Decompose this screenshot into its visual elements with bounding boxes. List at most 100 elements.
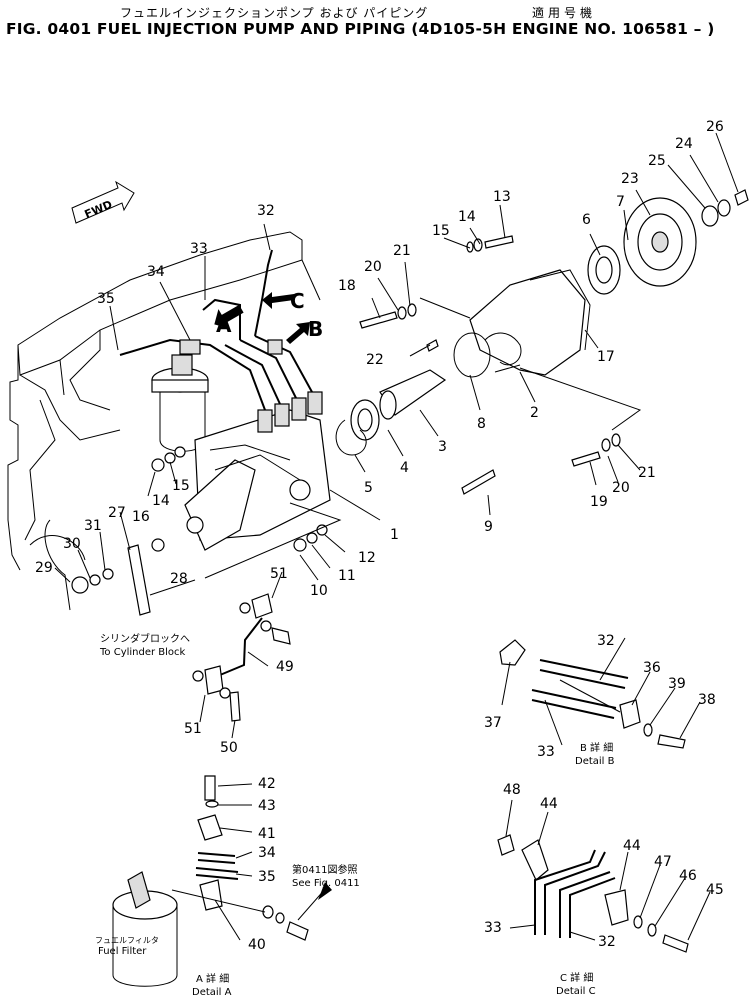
injection-pipes: [119, 249, 313, 411]
callout-5: 5: [364, 480, 373, 496]
callout-29: 29: [35, 560, 53, 576]
engine-block: [7, 231, 321, 611]
callout-4: 4: [400, 460, 409, 476]
callout-13: 13: [493, 189, 511, 205]
callout-15b: 15: [172, 478, 190, 494]
note-detail-a: Detail A: [192, 987, 232, 998]
callout-26: 26: [706, 119, 724, 135]
note-see-fig: See Fig. 0411: [292, 878, 360, 889]
callout-leaders: [54, 132, 739, 941]
callout-14b: 14: [152, 493, 170, 509]
callout-49: 49: [276, 659, 294, 675]
callout-22: 22: [366, 352, 384, 368]
injection-pump: [184, 391, 331, 551]
callout-3: 3: [438, 439, 447, 455]
note-detail-a-jp: A 詳 細: [196, 972, 229, 985]
callout-27: 27: [108, 505, 126, 521]
callout-2: 2: [530, 405, 539, 421]
fwd-arrow: FWD: [71, 180, 135, 224]
callout-47: 47: [654, 854, 672, 870]
pipe-to-cylinder-block: [192, 593, 291, 722]
callout-44a: 44: [540, 796, 558, 812]
callout-36: 36: [643, 660, 661, 676]
callout-31: 31: [84, 518, 102, 534]
callout-37: 37: [484, 715, 502, 731]
callout-44b: 44: [623, 838, 641, 854]
callout-30: 30: [63, 536, 81, 552]
pump-housing: [453, 269, 591, 378]
callout-34: 34: [147, 264, 165, 280]
detail-arrow-c: C: [290, 289, 305, 313]
callout-7: 7: [616, 194, 625, 210]
callout-46: 46: [679, 868, 697, 884]
callout-23: 23: [621, 171, 639, 187]
callout-33b: 33: [537, 744, 555, 760]
detail-a: [112, 775, 332, 987]
callout-38: 38: [698, 692, 716, 708]
callout-39: 39: [668, 676, 686, 692]
callout-20a: 20: [364, 259, 382, 275]
callout-18: 18: [338, 278, 356, 294]
note-fuel-filter: Fuel Filter: [98, 946, 147, 957]
shaft-assembly: [335, 339, 496, 495]
callout-10: 10: [310, 583, 328, 599]
callout-41: 41: [258, 826, 276, 842]
callout-34b: 34: [258, 845, 276, 861]
callout-labels: 1 2 3 4 5 6 7 8 9 10 11 12 13 14 14 15 1…: [35, 119, 724, 953]
leader-lines: [149, 297, 642, 596]
callout-12: 12: [358, 550, 376, 566]
callout-32b: 32: [597, 633, 615, 649]
callout-25: 25: [648, 153, 666, 169]
callout-21b: 21: [638, 465, 656, 481]
gear-assembly: [587, 189, 749, 295]
callout-21a: 21: [393, 243, 411, 259]
detail-arrow-b: B: [308, 317, 323, 341]
callout-20b: 20: [612, 480, 630, 496]
note-cylinder-block-jp: シリンダブロックへ: [100, 632, 190, 645]
callout-14a: 14: [458, 209, 476, 225]
detail-c: [497, 834, 689, 953]
note-detail-b-jp: B 詳 細: [580, 741, 613, 754]
detail-arrow-a: A: [216, 313, 232, 337]
fuel-filter-main: [151, 354, 209, 452]
note-cylinder-block: To Cylinder Block: [99, 647, 186, 658]
callout-32c: 32: [598, 934, 616, 950]
callout-48: 48: [503, 782, 521, 798]
callout-35b: 35: [258, 869, 276, 885]
callout-8: 8: [477, 416, 486, 432]
callout-19: 19: [590, 494, 608, 510]
callout-43: 43: [258, 798, 276, 814]
note-fuel-filter-jp: フュエルフィルタ: [95, 936, 159, 945]
note-detail-c-jp: C 詳 細: [560, 971, 593, 984]
callout-28: 28: [170, 571, 188, 587]
callout-1: 1: [390, 527, 399, 543]
note-detail-c: Detail C: [556, 986, 596, 997]
title-japanese: フュエルインジェクションポンプ および パイピング: [120, 6, 429, 20]
detail-b: [499, 639, 686, 749]
callout-33c: 33: [484, 920, 502, 936]
callout-40: 40: [248, 937, 266, 953]
callout-24: 24: [675, 136, 693, 152]
callout-11: 11: [338, 568, 356, 584]
callout-35: 35: [97, 291, 115, 307]
callout-51b: 51: [184, 721, 202, 737]
callout-42: 42: [258, 776, 276, 792]
callout-51a: 51: [270, 566, 288, 582]
detail-arrows: A C B: [214, 289, 323, 344]
callout-9: 9: [484, 519, 493, 535]
fasteners: [29, 235, 621, 616]
callout-17: 17: [597, 349, 615, 365]
callout-45: 45: [706, 882, 724, 898]
figure-title: FIG. 0401 FUEL INJECTION PUMP AND PIPING…: [6, 20, 715, 38]
note-see-fig-jp: 第0411図参照: [292, 863, 357, 876]
callout-16: 16: [132, 509, 150, 525]
callout-32: 32: [257, 203, 275, 219]
callout-15a: 15: [432, 223, 450, 239]
applicability-japanese: 適用号機: [532, 6, 597, 20]
note-detail-b: Detail B: [575, 756, 615, 767]
callout-50: 50: [220, 740, 238, 756]
callout-33: 33: [190, 241, 208, 257]
callout-6: 6: [582, 212, 591, 228]
notes: シリンダブロックへ To Cylinder Block 第0411図参照 See…: [95, 632, 615, 998]
